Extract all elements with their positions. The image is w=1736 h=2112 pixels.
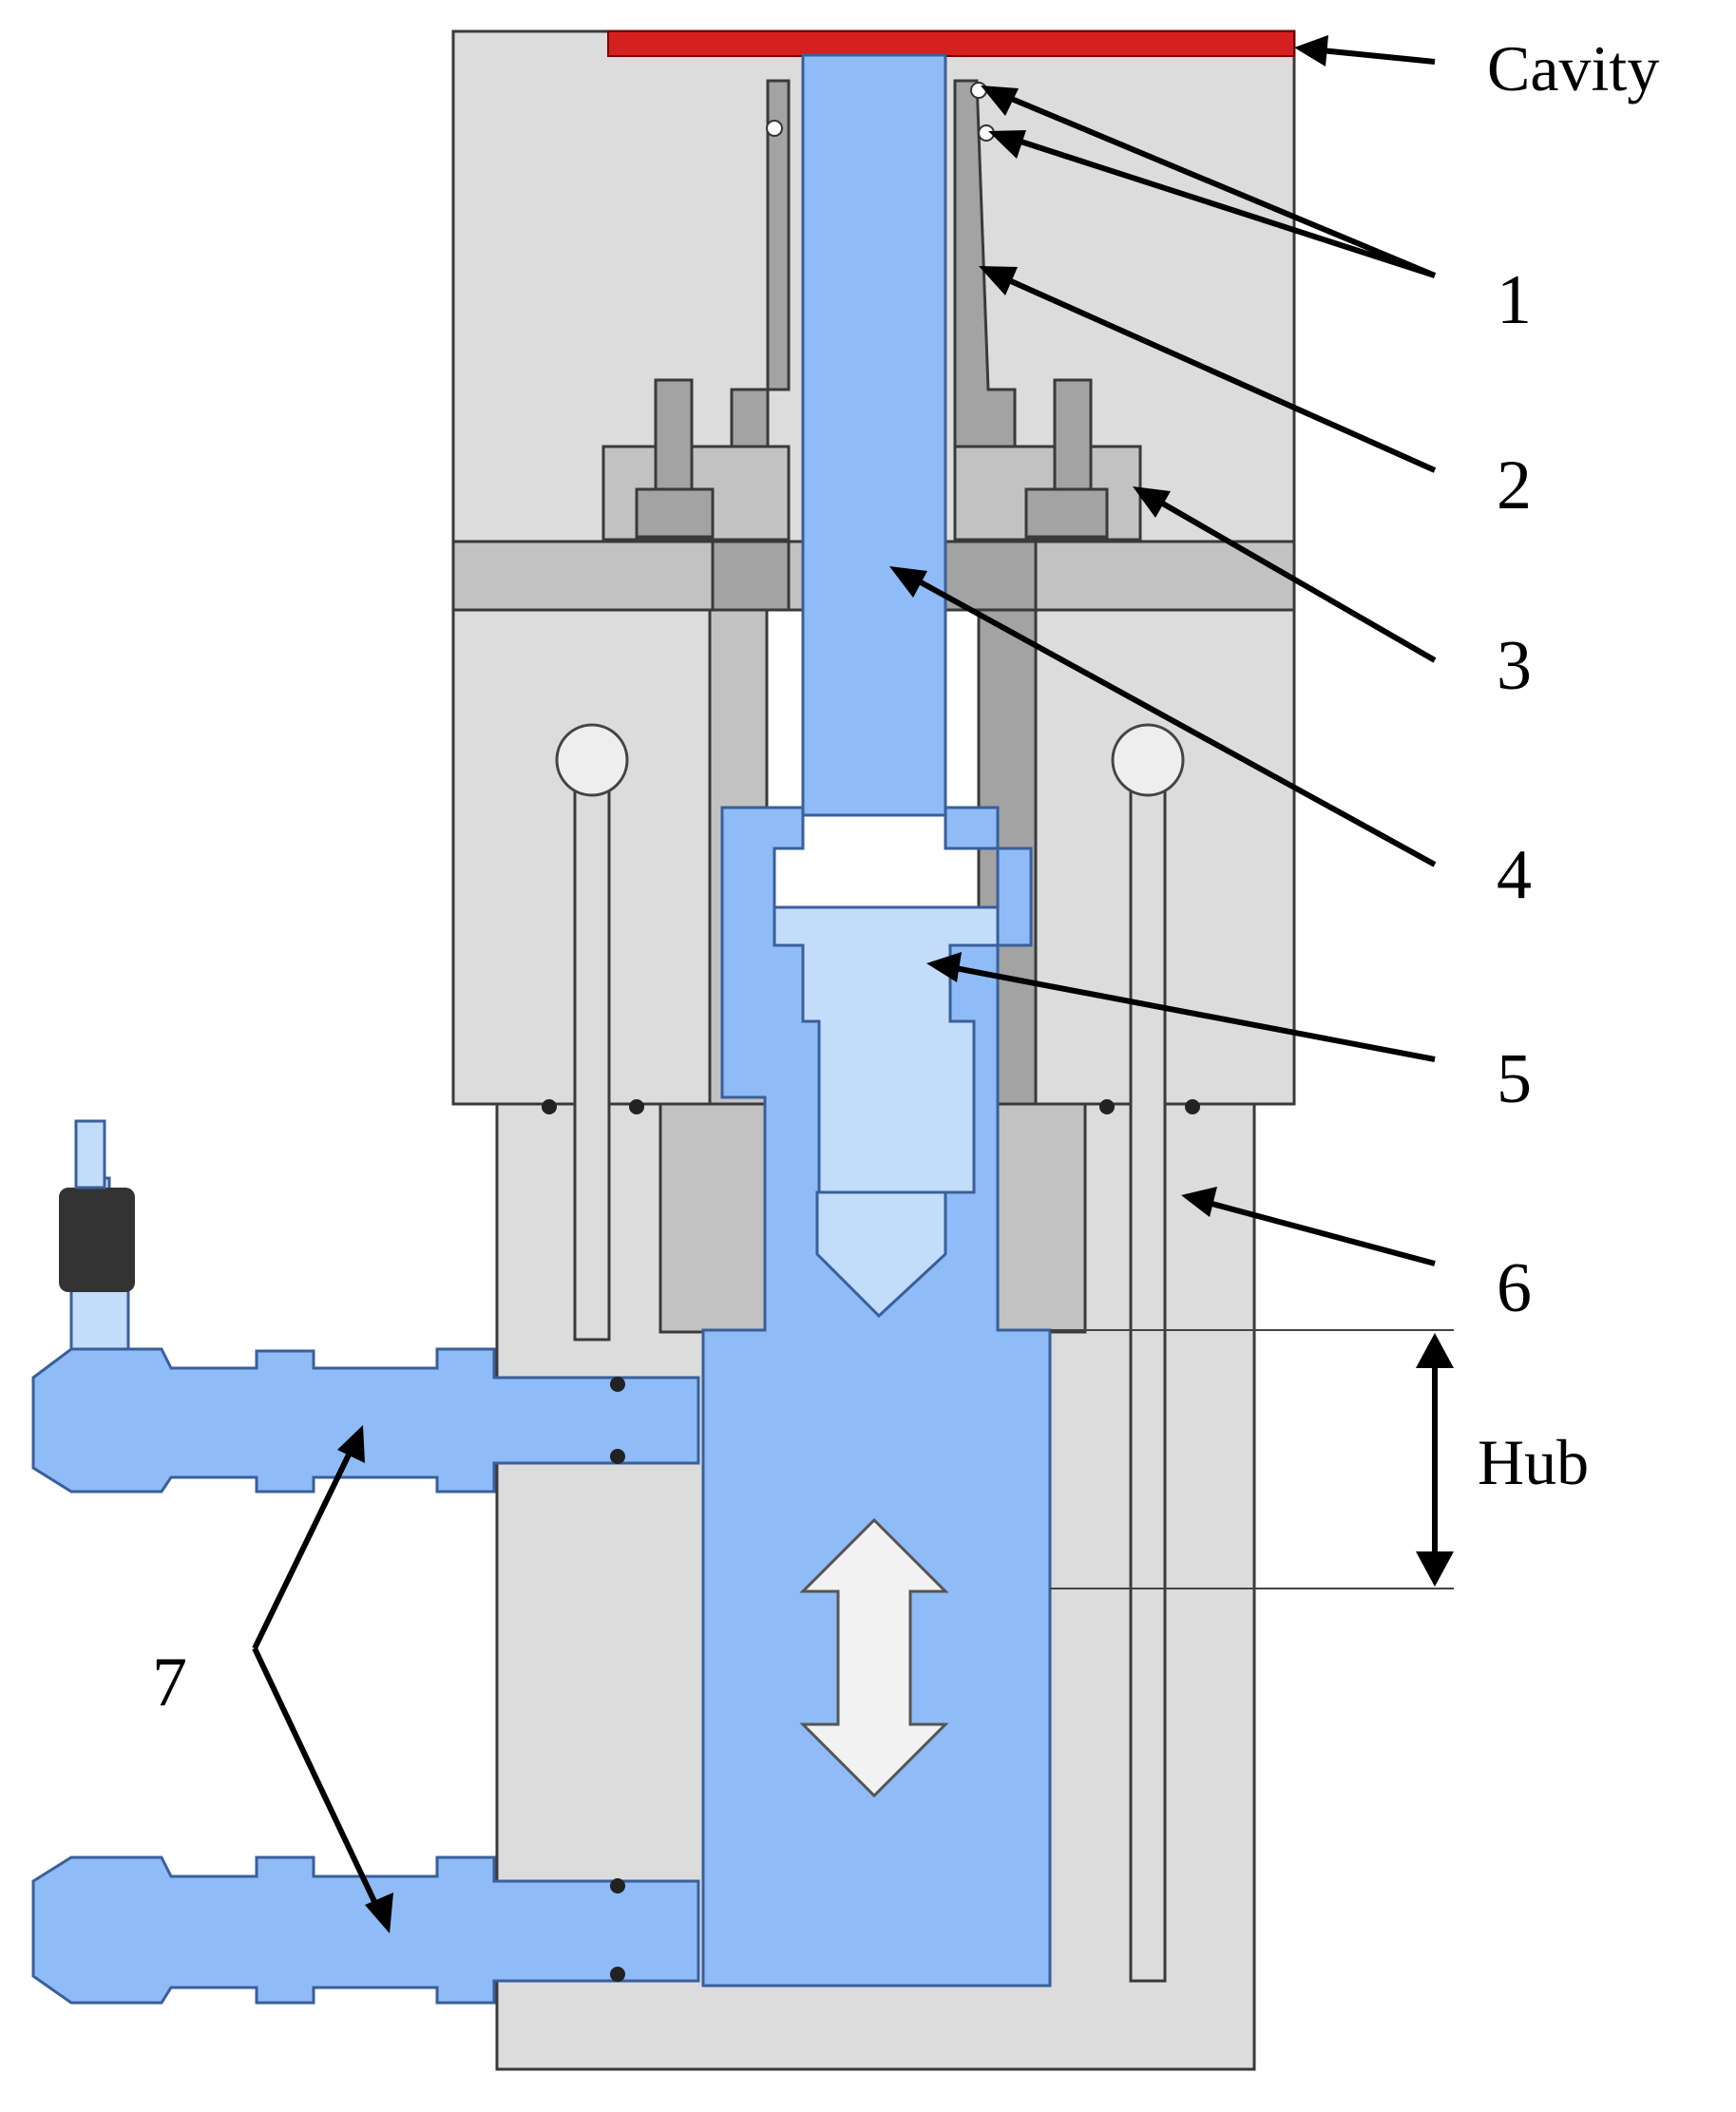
upper-fitting [31,1119,700,1494]
leader-arrows [252,35,1437,1933]
cavity-plate [607,30,1295,57]
cavity-label: Cavity [1487,32,1659,105]
label-4: 4 [1497,836,1532,914]
label-7: 7 [152,1644,187,1722]
label-6: 6 [1497,1249,1532,1327]
piston-assembly [701,806,1052,1988]
motion-double-arrow-icon [799,1517,949,1798]
label-3: 3 [1497,627,1532,705]
lower-fitting [31,1855,700,2005]
hub-label: Hub [1478,1426,1589,1498]
label-5: 5 [1497,1040,1532,1118]
valve-needle [801,53,947,817]
label-2: 2 [1497,447,1532,524]
label-1: 1 [1497,261,1532,339]
screws [635,378,1109,539]
hub-dimension [1050,1329,1454,1589]
guide-pins [542,723,1200,1983]
